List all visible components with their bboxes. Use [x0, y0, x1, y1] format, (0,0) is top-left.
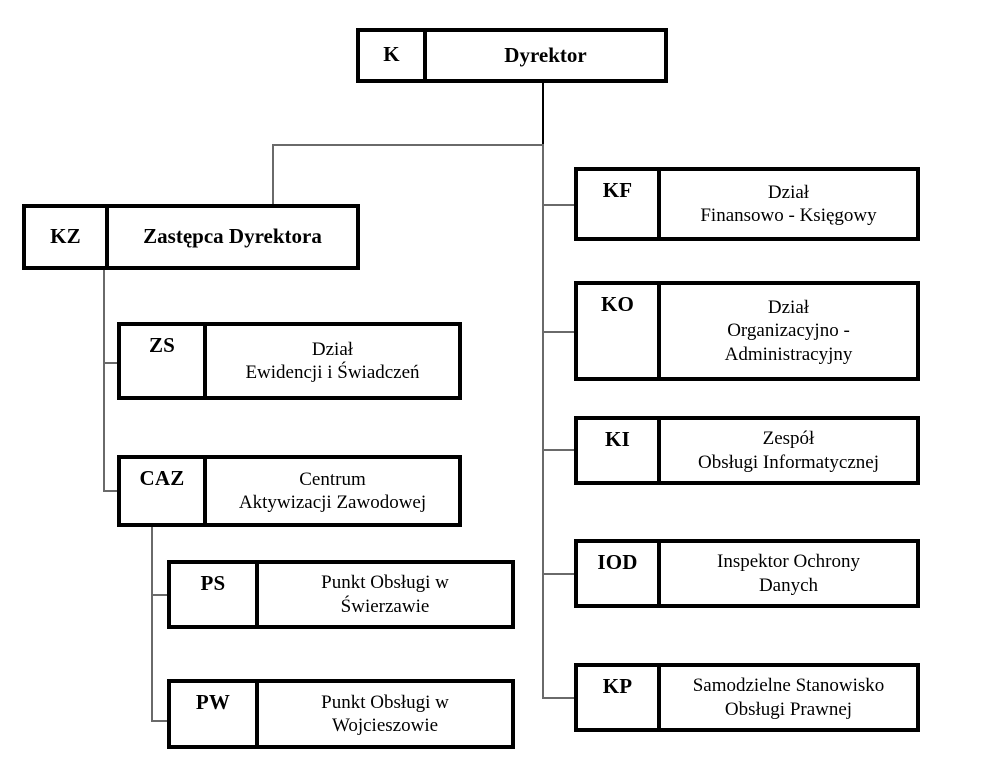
connector-to-deputy — [272, 144, 274, 206]
connector-to-kp — [542, 697, 576, 699]
node-iod-label: Inspektor Ochrony Danych — [717, 551, 860, 596]
node-caz[interactable]: CAZ Centrum Aktywizacji Zawodowej — [117, 455, 462, 527]
node-director-label: Dyrektor — [504, 42, 587, 67]
connector-caz-spine — [151, 525, 153, 721]
node-iod[interactable]: IOD Inspektor Ochrony Danych — [574, 539, 920, 608]
connector-split-bar — [272, 144, 544, 146]
connector-to-pw — [151, 720, 171, 722]
node-deputy-label: Zastępca Dyrektora — [143, 224, 322, 249]
node-deputy-code: KZ — [26, 208, 109, 266]
node-iod-code: IOD — [578, 543, 661, 604]
node-ki-label: Zespół Obsługi Informatycznej — [698, 428, 879, 473]
node-ko[interactable]: KO Dział Organizacyjno - Administracyjny — [574, 281, 920, 381]
node-pw-code: PW — [171, 683, 259, 745]
connector-to-ps — [151, 594, 171, 596]
node-ps-code: PS — [171, 564, 259, 625]
node-ko-code: KO — [578, 285, 661, 377]
node-zs-code: ZS — [121, 326, 207, 396]
node-caz-code: CAZ — [121, 459, 207, 523]
connector-right-spine — [542, 144, 544, 699]
connector-deputy-spine — [103, 269, 105, 491]
connector-to-kf — [542, 204, 576, 206]
node-zs[interactable]: ZS Dział Ewidencji i Świadczeń — [117, 322, 462, 400]
node-kp-code: KP — [578, 667, 661, 728]
node-zs-label: Dział Ewidencji i Świadczeń — [245, 338, 420, 383]
connector-to-zs — [103, 362, 121, 364]
connector-director-trunk — [542, 82, 544, 146]
node-caz-label: Centrum Aktywizacji Zawodowej — [238, 468, 427, 513]
node-ki[interactable]: KI Zespół Obsługi Informatycznej — [574, 416, 920, 485]
node-kp-label: Samodzielne Stanowisko Obsługi Prawnej — [692, 675, 885, 720]
node-director-code: K — [360, 32, 427, 79]
node-ko-label: Dział Organizacyjno - Administracyjny — [724, 297, 853, 365]
node-ps-label: Punkt Obsługi w Świerzawie — [321, 572, 449, 617]
node-ps[interactable]: PS Punkt Obsługi w Świerzawie — [167, 560, 515, 629]
node-kf[interactable]: KF Dział Finansowo - Księgowy — [574, 167, 920, 241]
node-director[interactable]: K Dyrektor — [356, 28, 668, 83]
connector-to-iod — [542, 573, 576, 575]
node-kf-label: Dział Finansowo - Księgowy — [700, 181, 877, 226]
node-pw[interactable]: PW Punkt Obsługi w Wojcieszowie — [167, 679, 515, 749]
node-deputy[interactable]: KZ Zastępca Dyrektora — [22, 204, 360, 270]
connector-to-ki — [542, 449, 576, 451]
connector-to-ko — [542, 331, 576, 333]
connector-to-caz — [103, 490, 121, 492]
node-kp[interactable]: KP Samodzielne Stanowisko Obsługi Prawne… — [574, 663, 920, 732]
node-pw-label: Punkt Obsługi w Wojcieszowie — [321, 691, 449, 736]
node-ki-code: KI — [578, 420, 661, 481]
node-kf-code: KF — [578, 171, 661, 237]
